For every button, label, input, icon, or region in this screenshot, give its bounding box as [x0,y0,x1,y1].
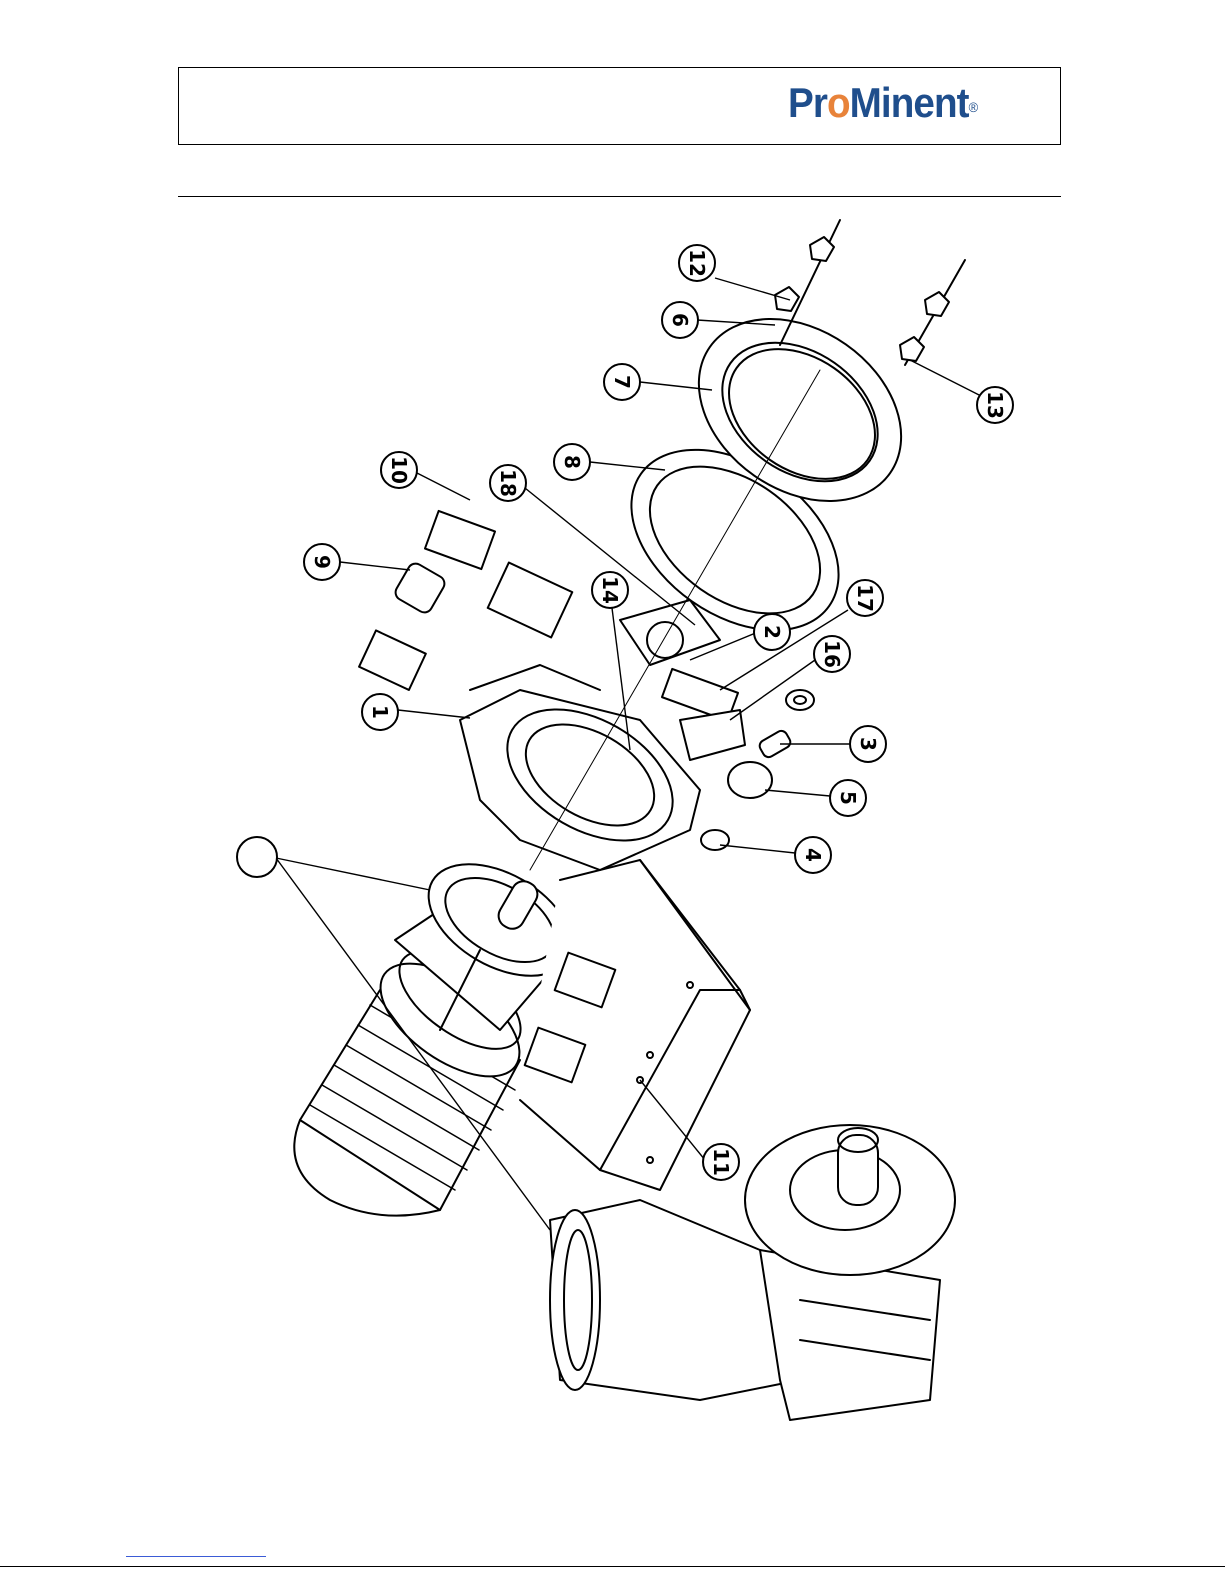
footer-rule [0,1566,1225,1567]
callout-label: 10 [387,456,411,484]
callout-label: 6 [668,313,692,327]
callout-label: 1 [368,705,392,719]
callout-label: 5 [836,791,860,805]
callout-label: 4 [801,848,825,862]
callout-label: 12 [685,249,709,277]
callout-label: 8 [560,455,584,469]
callout-label: 14 [598,576,622,604]
callout-label: 3 [856,737,880,751]
callout-label: 18 [496,469,520,497]
callout-label: 9 [310,555,334,569]
callout-label: 2 [760,625,784,639]
callout-label: 11 [709,1148,733,1176]
callout-label: 13 [983,391,1007,419]
footer-link-underline[interactable] [126,1556,266,1557]
callout-label: 17 [853,584,877,612]
callout-label: 7 [610,375,634,389]
callout-label: 16 [820,640,844,668]
